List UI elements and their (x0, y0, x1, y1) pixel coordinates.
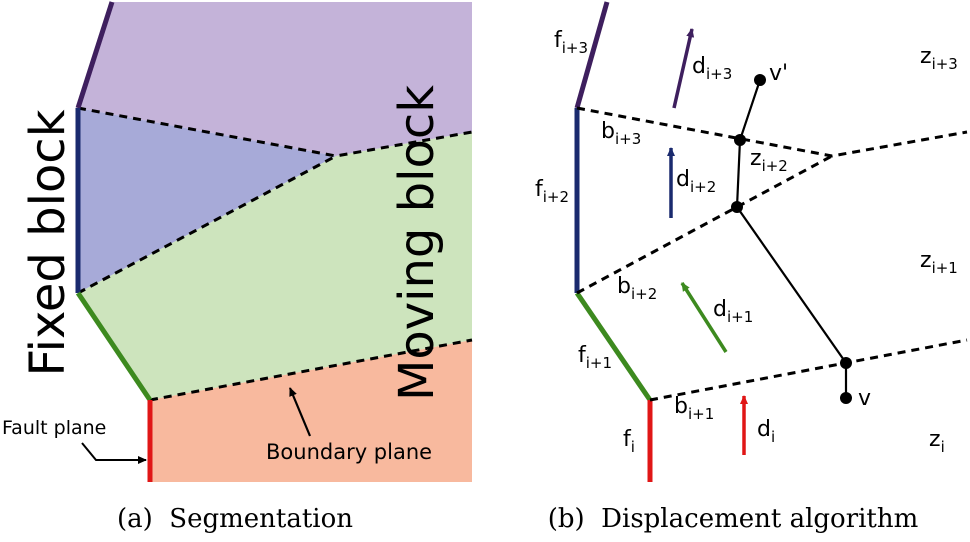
fault-plane-pointer (81, 442, 147, 464)
point-v-prime (754, 74, 766, 86)
label-b-i2: bi+2 (617, 274, 657, 303)
moving-block-label: Moving block (389, 85, 445, 401)
fault-segment-purple (75, 1, 115, 109)
displacement-arrow-i3 (672, 28, 695, 109)
zone-red (150, 340, 472, 482)
point-v (840, 392, 852, 404)
label-b-i1: bi+1 (674, 394, 714, 423)
label-z-i2: zi+2 (750, 146, 788, 175)
label-d-i3: di+3 (692, 54, 732, 83)
panel-a-caption: (a) Segmentation (117, 504, 353, 534)
label-f-i2: fi+2 (535, 177, 569, 206)
point-boundary-i1 (840, 357, 852, 369)
fault-segment-green (75, 291, 153, 402)
point-boundary-i2 (731, 201, 743, 213)
label-f-i: fi (623, 427, 635, 456)
boundary-plane-pointer (288, 387, 312, 437)
panel-a-segmentation: Fixed block Moving block Fault plane Bou… (2, 1, 473, 534)
displacement-arrow-i1 (680, 282, 728, 353)
fixed-block-label: Fixed block (20, 109, 76, 376)
boundary-plane-upper (77, 106, 473, 158)
fault-segment-i1 (574, 291, 653, 402)
point-boundary-i3 (734, 134, 746, 146)
panel-b-displacement: v' v fi+3 fi+2 fi+1 fi bi+3 bi+2 bi+1 di… (535, 1, 968, 534)
label-d-i: di (757, 417, 775, 446)
zone-purple (78, 2, 472, 156)
label-z-i: zi (929, 427, 945, 456)
boundary-plane-middle (77, 154, 337, 295)
fault-segment-i3 (574, 1, 610, 109)
label-d-i1: di+1 (713, 297, 753, 326)
label-v: v (858, 386, 871, 411)
zone-green (78, 132, 472, 400)
zone-blue (78, 108, 336, 293)
label-z-i3: zi+3 (920, 44, 958, 73)
boundary-plane-lower (149, 338, 473, 402)
boundary-b-i2 (576, 154, 833, 295)
label-f-i3: fi+3 (554, 28, 588, 57)
displacement-path (735, 79, 848, 398)
label-v-prime: v' (769, 61, 788, 86)
label-b-i3: bi+3 (601, 119, 641, 148)
label-f-i1: fi+1 (578, 343, 612, 372)
fault-plane-label: Fault plane (2, 417, 106, 439)
label-d-i2: di+2 (676, 167, 716, 196)
boundary-b-i3 (576, 106, 968, 158)
boundary-b-i1 (649, 338, 968, 402)
boundary-plane-label: Boundary plane (266, 440, 432, 464)
label-z-i1: zi+1 (920, 248, 958, 277)
panel-b-caption: (b) Displacement algorithm (548, 504, 919, 534)
